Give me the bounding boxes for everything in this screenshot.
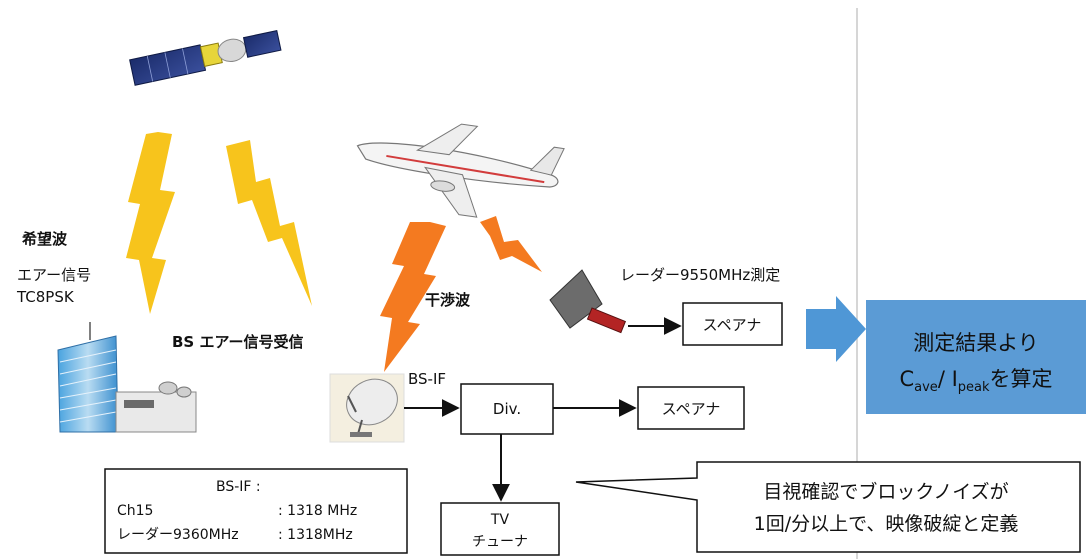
callout-line2: 1回/分以上で、映像破綻と定義 bbox=[754, 513, 1019, 535]
result-line1: 測定結果より bbox=[913, 331, 1039, 355]
horn-antenna-icon bbox=[549, 269, 627, 334]
bsif-info-box bbox=[104, 468, 408, 554]
interference-bolt-large bbox=[380, 222, 446, 372]
air-signal-label: エアー信号 bbox=[17, 266, 91, 284]
bsif-row2-label: レーダー9360MHz bbox=[117, 527, 239, 543]
bs-if-label: BS-IF bbox=[408, 370, 446, 388]
interference-bolt-small bbox=[480, 216, 542, 272]
interference-wave-label: 干渉波 bbox=[425, 291, 471, 309]
radar-measurement-label: レーダー9550MHz測定 bbox=[620, 266, 780, 284]
tv-tuner-line1: TV bbox=[490, 512, 510, 528]
divider-label: Div. bbox=[493, 400, 521, 418]
parabolic-dish-icon bbox=[329, 373, 405, 443]
tv-station-building-icon bbox=[57, 322, 197, 433]
callout-line1: 目視確認でブロックノイズが bbox=[763, 480, 1008, 503]
satellite-icon bbox=[129, 30, 282, 86]
bs-air-reception-label: BS エアー信号受信 bbox=[172, 333, 304, 351]
result-arrow bbox=[806, 296, 866, 362]
callout-box bbox=[575, 461, 1081, 553]
bsif-row1-value: : 1318 MHz bbox=[278, 503, 357, 519]
desired-wave-bolt-right bbox=[226, 140, 312, 306]
spectrum-analyzer-mid-box bbox=[637, 386, 745, 430]
spectrum-analyzer-mid-label: スペアナ bbox=[662, 400, 721, 418]
result-line2: Cave/ Ipeakを算定 bbox=[899, 367, 1052, 395]
tv-tuner-box bbox=[440, 502, 560, 556]
bsif-info-title: BS-IF : bbox=[216, 479, 261, 495]
desired-wave-label: 希望波 bbox=[22, 230, 68, 248]
bsif-row1-label: Ch15 bbox=[117, 503, 153, 519]
modulation-label: TC8PSK bbox=[16, 288, 75, 306]
result-box bbox=[866, 300, 1086, 414]
airplane-icon bbox=[356, 123, 565, 218]
tv-tuner-line2: チューナ bbox=[472, 534, 528, 550]
desired-wave-bolt-left bbox=[126, 132, 175, 314]
spectrum-analyzer-top-box bbox=[682, 302, 783, 346]
bsif-row2-value: : 1318MHz bbox=[278, 527, 353, 543]
spectrum-analyzer-top-label: スペアナ bbox=[703, 316, 762, 334]
